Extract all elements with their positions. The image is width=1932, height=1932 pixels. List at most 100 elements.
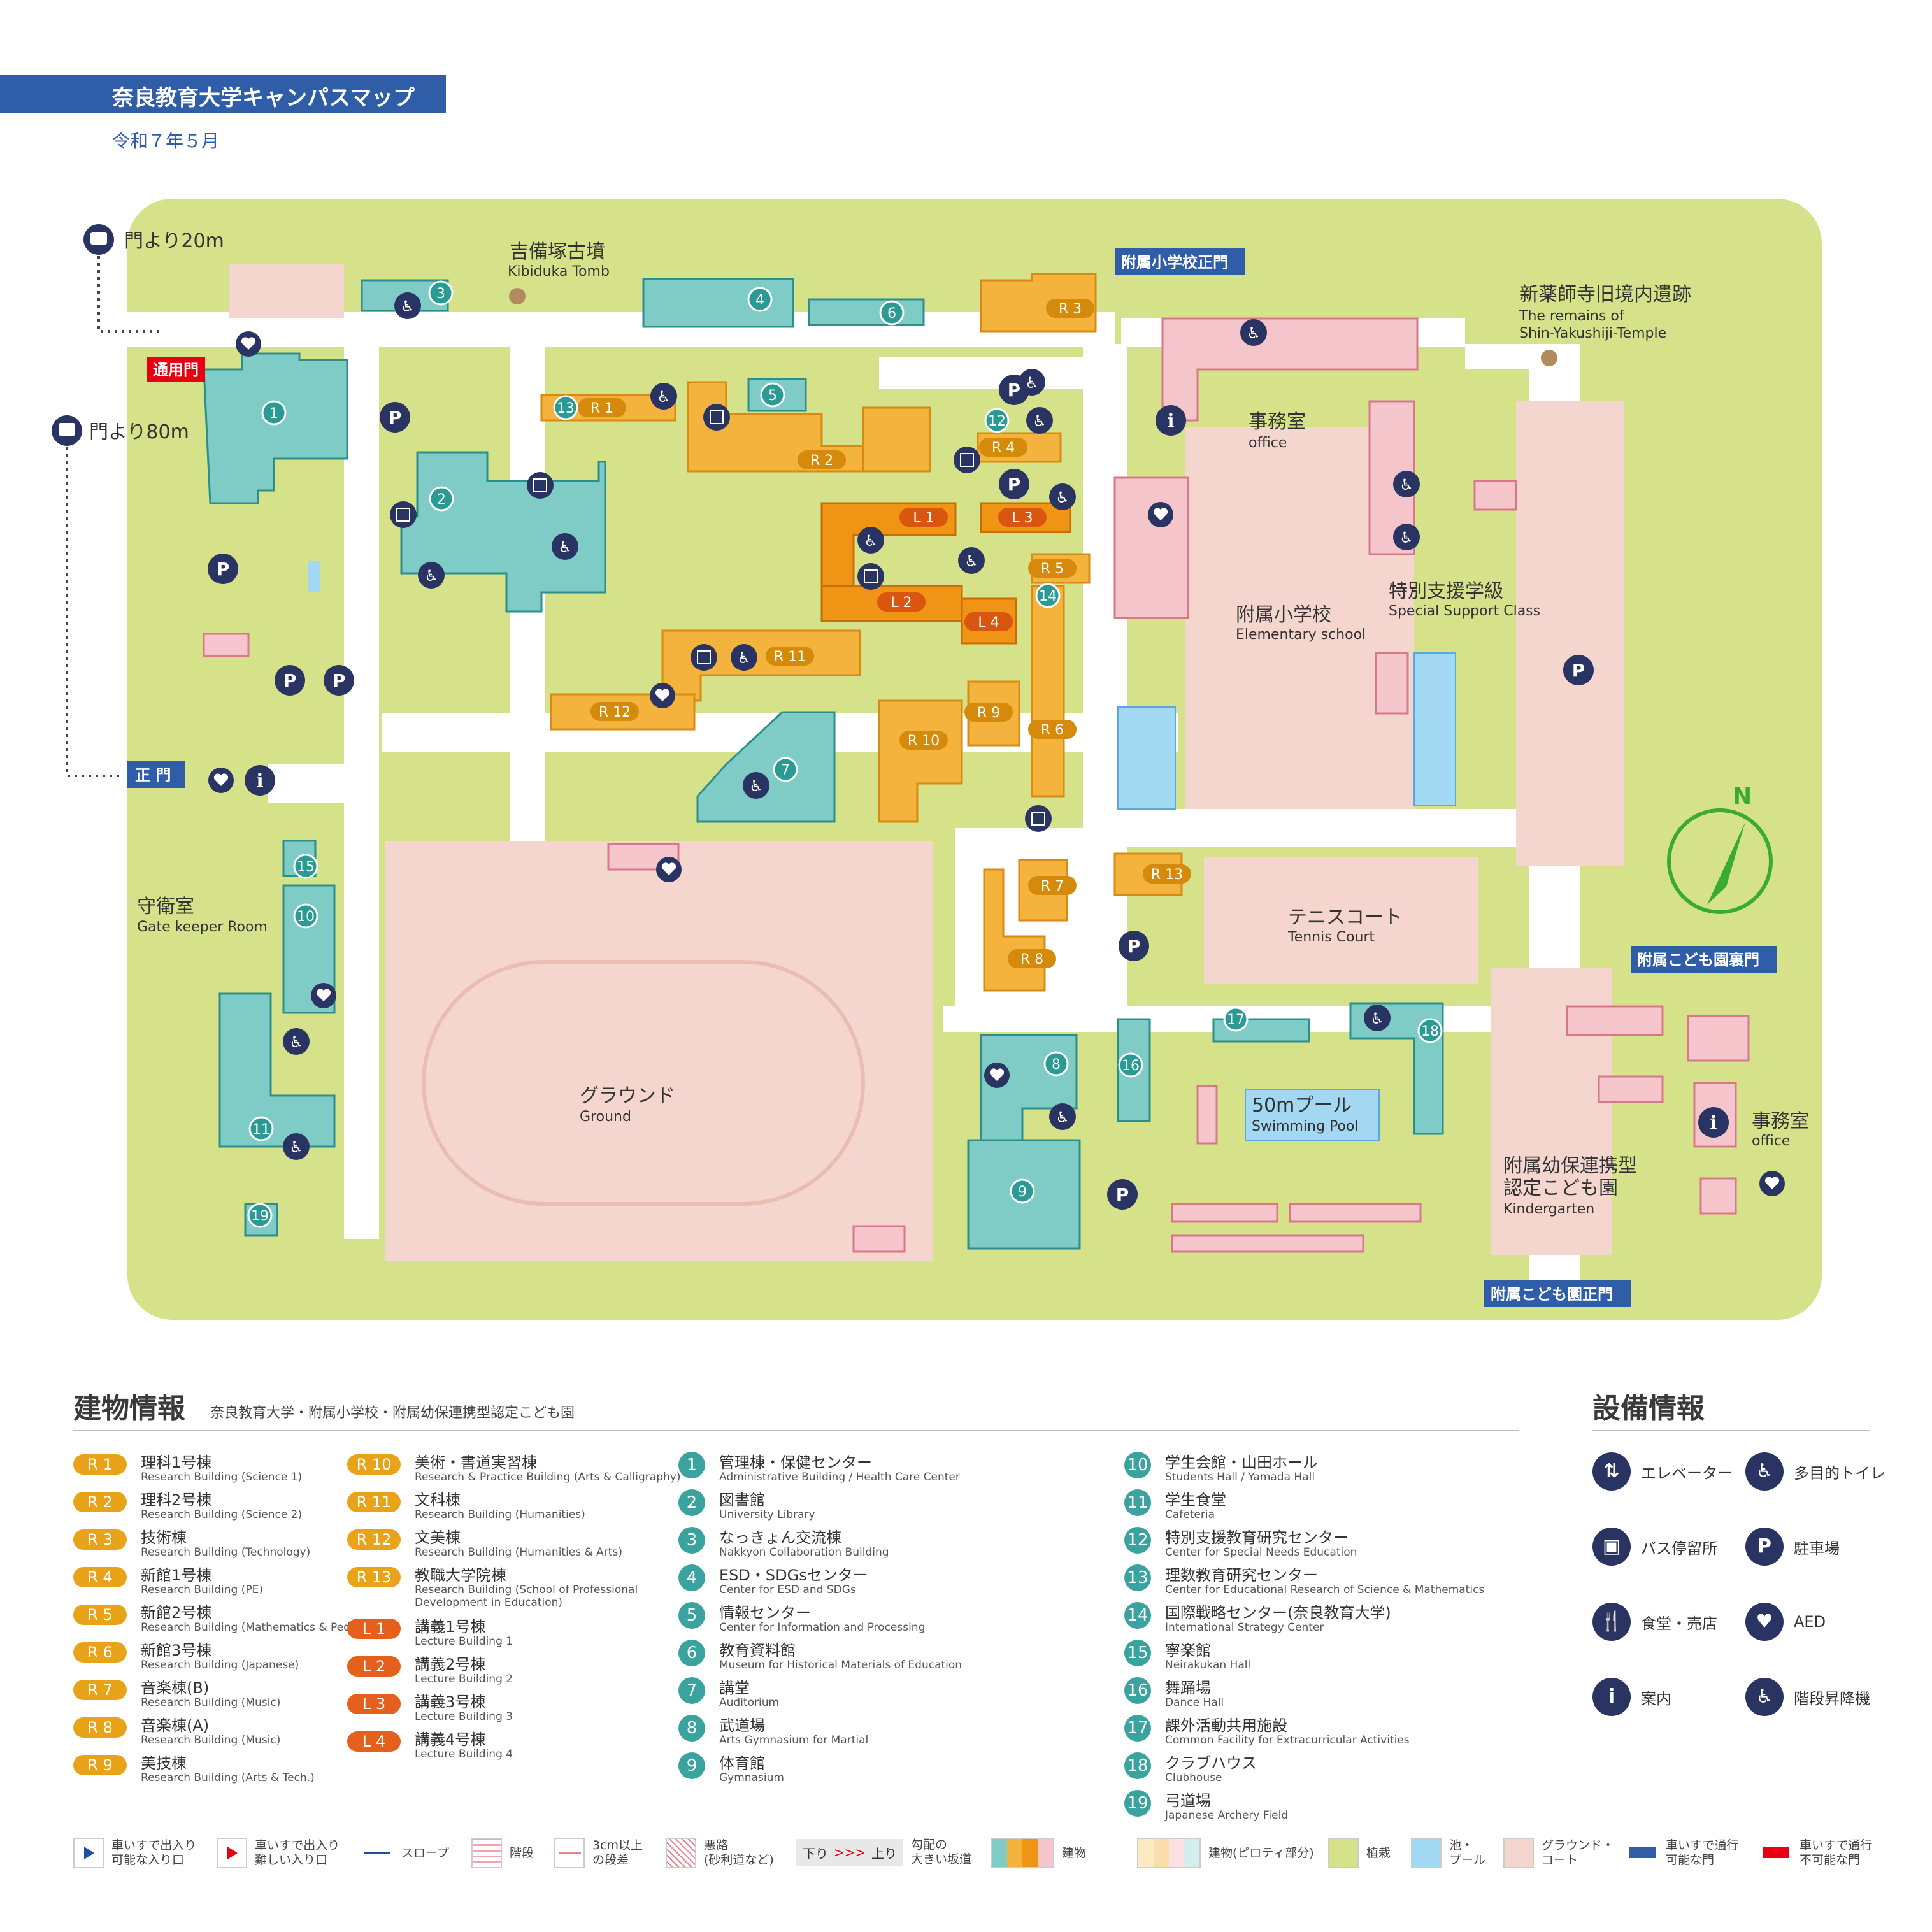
page-title: 奈良教育大学キャンパスマップ (112, 85, 415, 111)
legend-item-ja: 文科棟 (415, 1491, 461, 1509)
key-label: 植栽 (1366, 1845, 1391, 1860)
legend-item-ja: 講義1号棟 (415, 1618, 486, 1636)
legend-number: 11 (1124, 1489, 1151, 1516)
facility-label: 階段昇降機 (1794, 1689, 1870, 1708)
legend-item-en: Lecture Building 1 (415, 1635, 513, 1648)
legend-item-ja: 学生会館・山田ホール (1165, 1454, 1318, 1471)
legend-badge: L 4 (347, 1731, 401, 1752)
legend-item-ja: 国際戦略センター(奈良教育大学) (1165, 1604, 1391, 1622)
info-icon: i (245, 765, 275, 796)
svg-text:i: i (1710, 1112, 1717, 1134)
building-badge-text: R 4 (992, 440, 1015, 456)
svg-text:♿: ♿ (1055, 489, 1070, 506)
legend-number: 6 (678, 1640, 705, 1666)
school-label-en: Elementary school (1236, 627, 1366, 643)
svg-text:P: P (1572, 660, 1585, 681)
pool-label-en: Swimming Pool (1252, 1119, 1358, 1134)
accessible-toilet-icon: ♿ (1026, 407, 1053, 434)
accessible-toilet-icon: ♿ (394, 292, 421, 319)
compass-icon: N (1667, 784, 1773, 914)
building-badge-text: R 7 (1041, 878, 1064, 894)
key-label: 車いすで通行 不可能な門 (1800, 1838, 1873, 1867)
svg-text:附属小学校正門: 附属小学校正門 (1121, 254, 1228, 271)
legend-item-ja: 図書館 (719, 1491, 765, 1509)
legend-item-ja: クラブハウス (1165, 1754, 1257, 1772)
legend-item-ja: 文美棟 (415, 1529, 461, 1547)
building-number-text: 18 (1421, 1024, 1439, 1040)
legend-item-en: University Library (719, 1508, 815, 1521)
building-badge-text: L 4 (978, 615, 999, 631)
legend-item-en: Research Building (Music) (141, 1696, 281, 1709)
stair-lift-icon: ♿ (1745, 1678, 1784, 1716)
key-label: 車いすで出入り 可能な入り口 (111, 1838, 197, 1867)
building-number-text: 5 (768, 388, 777, 404)
entrance-arrow-icon (84, 1847, 94, 1859)
building-number-text: 12 (988, 413, 1006, 429)
key-wheelchair-entrance: 車いすで出入り 可能な入り口 (73, 1838, 196, 1868)
legend-number: 10 (1124, 1452, 1151, 1478)
parking-icon: P (1107, 1179, 1138, 1210)
legend-item-ja: 技術棟 (141, 1529, 187, 1547)
facilities-section-title: 設備情報 (1592, 1392, 1705, 1425)
legend-item-en: Research Building (Arts & Tech.) (141, 1771, 315, 1784)
office-label-en: office (1249, 435, 1287, 451)
legend-item-ja: 新館2号棟 (141, 1604, 212, 1622)
building-number-text: 13 (557, 401, 575, 417)
legend-item-en: Auditorium (719, 1696, 780, 1709)
legend-number: 1 (678, 1452, 705, 1478)
special-class-label-en: Special Support Class (1389, 603, 1540, 619)
accessible-toilet-icon: ♿ (958, 547, 985, 574)
key-label: 建物 (1062, 1845, 1087, 1860)
service-gate (147, 357, 205, 382)
key-stairs: 階段 (471, 1838, 534, 1868)
building-number-14: 14 (1035, 583, 1061, 608)
svg-text:附属こども園裏門: 附属こども園裏門 (1637, 951, 1759, 969)
legend-item-en: Research Building (PE) (141, 1584, 264, 1596)
legend-item-en: Research Building (Humanities) (415, 1508, 585, 1521)
legend-item-en: Center for Special Needs Education (1165, 1546, 1357, 1559)
legend-item-en: Students Hall / Yamada Hall (1165, 1471, 1315, 1484)
key-label: 悪路 (砂利道など) (704, 1838, 774, 1867)
school-gate (1115, 248, 1245, 275)
parking-icon: P (208, 554, 238, 584)
building-number-5: 5 (760, 382, 785, 408)
elevator-icon (703, 404, 730, 431)
temple-marker (1541, 350, 1557, 366)
building-number-15: 15 (293, 854, 318, 879)
legend-badge: R 5 (73, 1605, 127, 1625)
kinder-building-5 (1699, 1177, 1737, 1215)
swimming-pool (1245, 1089, 1380, 1141)
key-label: 勾配の 大きい坂道 (911, 1838, 972, 1866)
svg-text:P: P (1008, 474, 1021, 495)
building-badge-r9: R 9 (964, 703, 1013, 722)
building-badge-r8: R 8 (1008, 949, 1056, 968)
east-courts (1516, 401, 1624, 866)
building-badge-r11: R 11 (766, 647, 814, 666)
parking-icon: P (275, 665, 305, 696)
legend-badge: L 3 (347, 1694, 401, 1714)
building-badge-l3: L 3 (998, 508, 1047, 527)
legend-item-en: Research Building (Humanities & Arts) (415, 1546, 622, 1559)
kinder-building-2 (1687, 1015, 1750, 1062)
building-number-text: 19 (251, 1208, 269, 1224)
legend-item-en: Clubhouse (1165, 1771, 1222, 1784)
aed-icon (1148, 502, 1173, 527)
info-icon: i (1592, 1678, 1631, 1716)
legend-badge: R 13 (347, 1567, 401, 1587)
legend-number: 13 (1124, 1564, 1151, 1591)
pool-label: 50mプール (1252, 1094, 1352, 1117)
accessible-toilet-icon: ♿ (857, 527, 884, 554)
building-number-9: 9 (1010, 1178, 1035, 1204)
legend-item-en: Nakkyon Collaboration Building (719, 1546, 889, 1559)
building-number-text: 11 (252, 1122, 270, 1138)
legend-item-ja: 新館3号棟 (141, 1642, 212, 1659)
svg-text:♿: ♿ (558, 538, 572, 556)
building-r10 (878, 699, 963, 823)
school-pool (1117, 706, 1176, 810)
key-label: 建物(ピロティ部分) (1208, 1845, 1314, 1860)
